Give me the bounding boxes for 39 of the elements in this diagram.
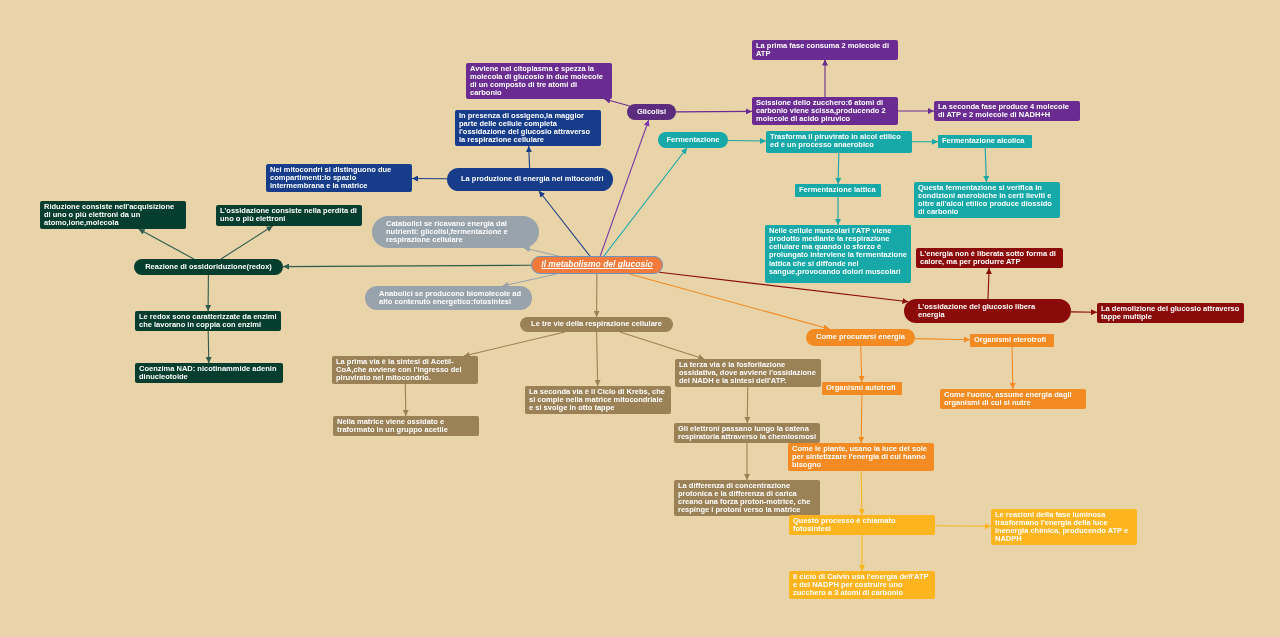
arrow [282,263,532,270]
arrow [603,147,688,257]
arrow [727,137,767,144]
arrow [594,331,601,387]
arrow [675,108,753,115]
arrow [1070,309,1098,316]
arrow [934,523,992,530]
arrow [538,190,591,257]
arrow [911,138,939,145]
arrow [858,345,865,383]
arrow [858,470,865,516]
arrow [629,273,831,331]
arrow [744,386,751,424]
arrow [523,246,559,257]
arrow [205,330,212,364]
arrow [822,58,828,98]
arrow [897,108,935,114]
arrow [603,97,631,107]
arrow [835,196,841,226]
arrow [220,225,274,260]
arrow [205,274,212,312]
arrow [599,119,650,257]
arrow [463,331,566,358]
arrow [402,383,409,417]
arrow [1009,346,1016,390]
arrow [859,534,865,572]
arrow [138,228,195,260]
arrow [858,394,865,444]
arrow [985,267,992,300]
arrow [835,152,842,185]
arrow [983,147,990,183]
central-topic-pill: Il metabolismo del glucosio [531,256,663,274]
arrow [658,271,909,304]
arrow [593,273,600,318]
arrow [619,331,705,361]
arrow [525,145,532,169]
arrow [914,336,971,343]
arrow [411,175,448,182]
arrow [744,442,750,481]
